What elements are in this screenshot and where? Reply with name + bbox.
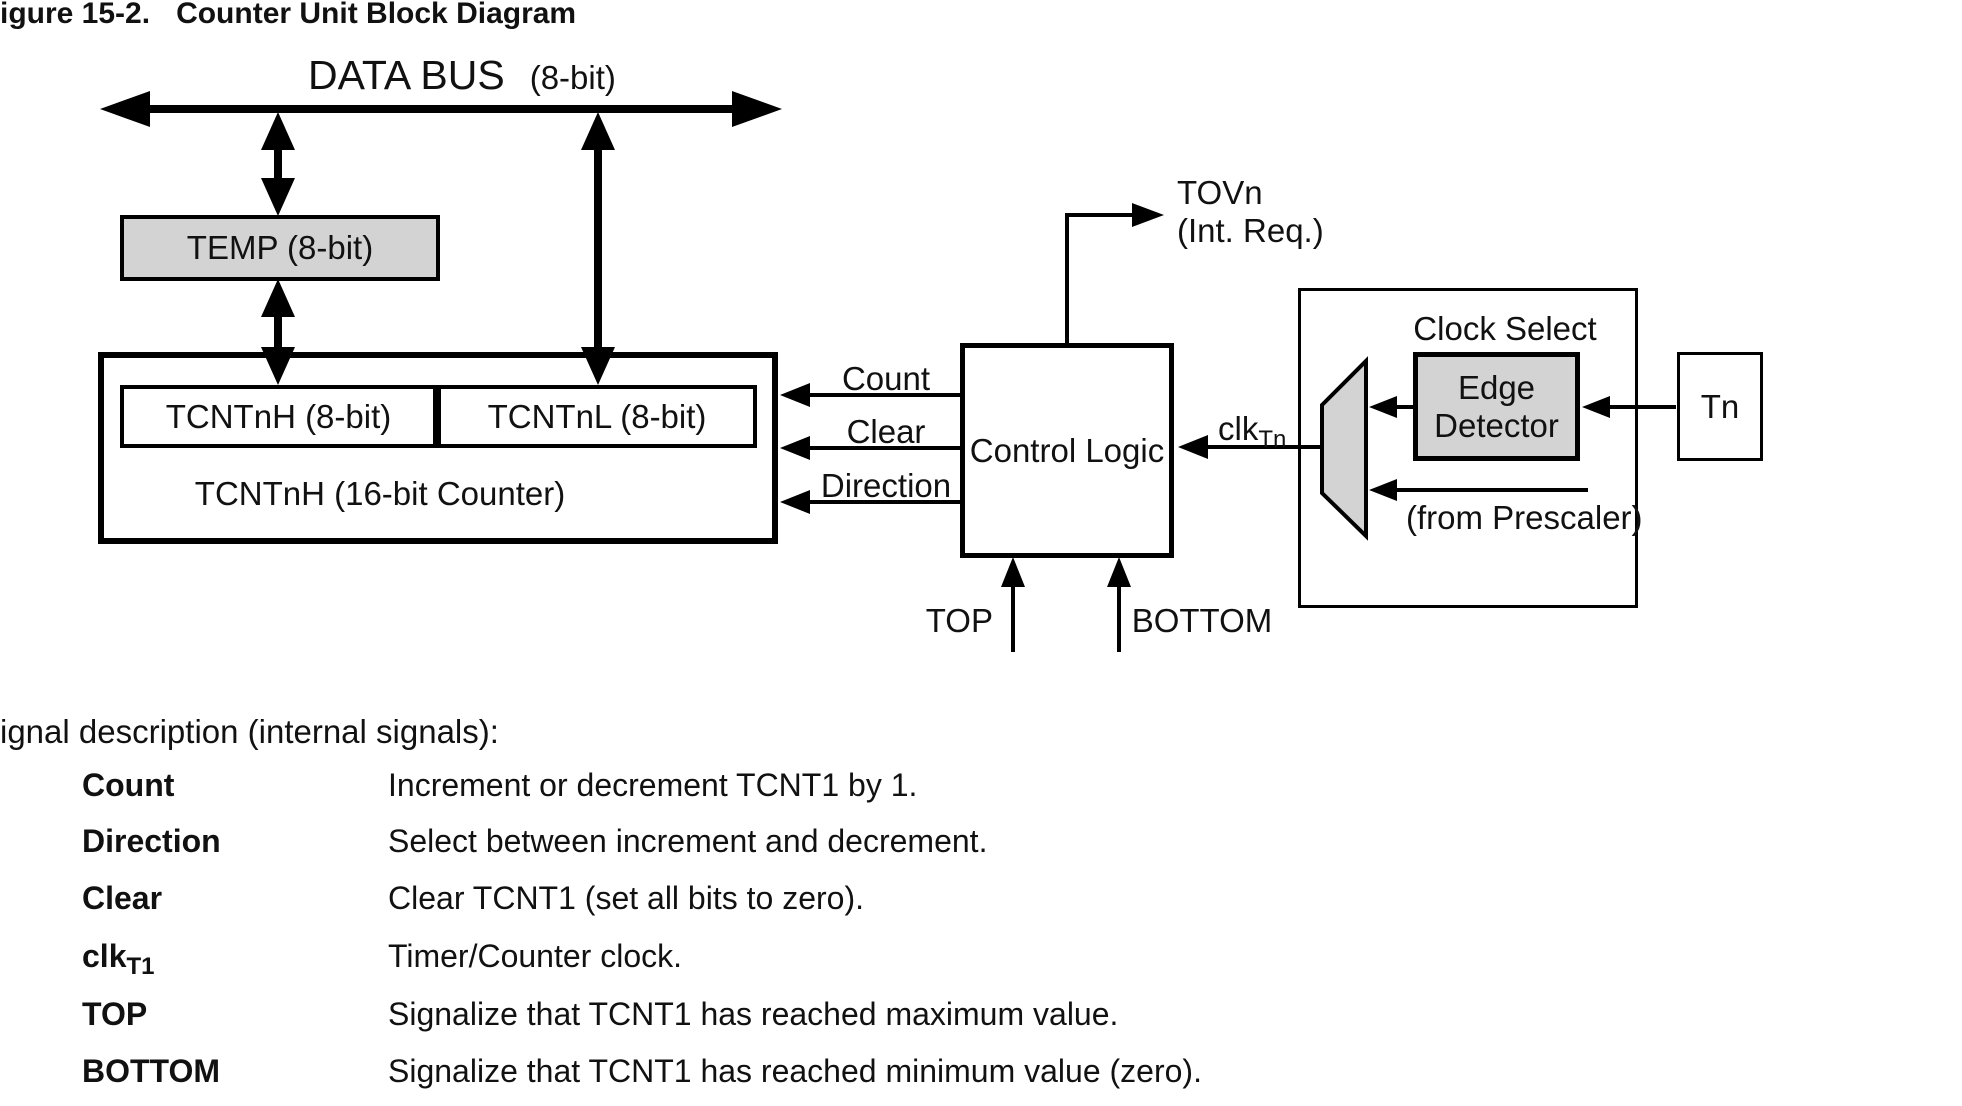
- clear-signal-label: Clear: [846, 413, 926, 450]
- clock-mux-shape: [1320, 356, 1368, 541]
- desc-definition: Select between increment and decrement.: [388, 823, 988, 859]
- desc-row-count: Count Increment or decrement TCNT1 by 1.: [0, 766, 1962, 804]
- desc-row-direction: Direction Select between increment and d…: [0, 822, 1962, 860]
- desc-term: BOTTOM: [82, 1053, 221, 1089]
- tcntnh-register-box: TCNTnH (8-bit): [120, 385, 437, 448]
- clk-tn-sub: Tn: [1258, 426, 1287, 453]
- data-bus-label: DATA BUS (8-bit): [308, 52, 616, 99]
- desc-term: clkT1: [82, 938, 155, 980]
- desc-definition: Increment or decrement TCNT1 by 1.: [388, 767, 918, 803]
- count-arrow: [780, 383, 960, 407]
- desc-definition: Timer/Counter clock.: [388, 938, 682, 974]
- tn-pin-box: Tn: [1677, 352, 1763, 461]
- desc-row-top: TOP Signalize that TCNT1 has reached max…: [0, 995, 1962, 1033]
- top-input-label: TOP: [925, 602, 993, 639]
- from-prescaler-label: (from Prescaler): [1406, 499, 1643, 536]
- clear-arrow: [780, 436, 960, 460]
- tcntnl-register-box: TCNTnL (8-bit): [437, 385, 757, 448]
- tn-pin-label: Tn: [1700, 387, 1740, 425]
- clk-tn-base: clk: [1218, 410, 1259, 447]
- direction-signal-label: Direction: [820, 467, 952, 504]
- tovn-line2: (Int. Req.): [1177, 212, 1324, 249]
- desc-row-clkt1: clkT1 Timer/Counter clock.: [0, 937, 1962, 980]
- figure-title: igure 15-2. Counter Unit Block Diagram: [0, 0, 576, 31]
- data-bus-width-note: (8-bit): [529, 59, 616, 96]
- tcntnl-register-label: TCNTnL (8-bit): [487, 397, 707, 435]
- direction-arrow: [780, 490, 960, 514]
- tn-to-edge-detector-arrow: [1582, 396, 1676, 418]
- clock-select-box: [1298, 288, 1638, 608]
- desc-definition: Signalize that TCNT1 has reached maximum…: [388, 996, 1119, 1032]
- bus-tcntnl-double-arrow: [581, 112, 615, 385]
- data-bus-arrow: [100, 91, 782, 127]
- signal-description-heading: ignal description (internal signals):: [0, 713, 499, 750]
- control-logic-label: Control Logic: [969, 431, 1165, 469]
- desc-row-bottom: BOTTOM Signalize that TCNT1 has reached …: [0, 1052, 1962, 1090]
- edge-detector-line2: Detector: [1434, 406, 1559, 444]
- bottom-input-label: BOTTOM: [1131, 602, 1273, 639]
- data-bus-text: DATA BUS: [308, 52, 505, 98]
- figure-number: igure 15-2.: [0, 0, 151, 30]
- clock-select-label: Clock Select: [1413, 310, 1597, 347]
- counter-16bit-box: [98, 352, 778, 544]
- figure-name: Counter Unit Block Diagram: [176, 0, 577, 30]
- desc-term: Direction: [82, 823, 221, 859]
- clk-tn-arrow: [1178, 435, 1322, 459]
- prescaler-to-mux-arrow: [1369, 479, 1588, 501]
- temp-register-box: TEMP (8-bit): [120, 215, 440, 281]
- edge-detector-to-mux-arrow: [1369, 396, 1413, 418]
- edge-detector-box: Edge Detector: [1413, 352, 1580, 461]
- desc-term: Count: [82, 767, 175, 803]
- desc-term: Clear: [82, 880, 163, 916]
- bus-temp-double-arrow: [261, 112, 295, 216]
- top-arrow: [1001, 557, 1025, 652]
- counter-16bit-label: TCNTnH (16-bit Counter): [194, 475, 566, 512]
- desc-row-clear: Clear Clear TCNT1 (set all bits to zero)…: [0, 879, 1962, 917]
- control-logic-box: Control Logic: [960, 343, 1174, 558]
- count-signal-label: Count: [841, 360, 931, 397]
- tcntnh-register-label: TCNTnH (8-bit): [165, 397, 392, 435]
- tovn-arrow: [1065, 203, 1164, 343]
- tovn-label: TOVn (Int. Req.): [1177, 174, 1324, 250]
- tovn-line1: TOVn: [1177, 174, 1263, 211]
- desc-definition: Clear TCNT1 (set all bits to zero).: [388, 880, 864, 916]
- desc-term: TOP: [82, 996, 148, 1032]
- temp-register-label: TEMP (8-bit): [186, 229, 374, 266]
- bottom-arrow: [1107, 557, 1131, 652]
- edge-detector-line1: Edge: [1457, 368, 1536, 406]
- clk-tn-label: clkTn: [1218, 410, 1286, 452]
- desc-definition: Signalize that TCNT1 has reached minimum…: [388, 1053, 1202, 1089]
